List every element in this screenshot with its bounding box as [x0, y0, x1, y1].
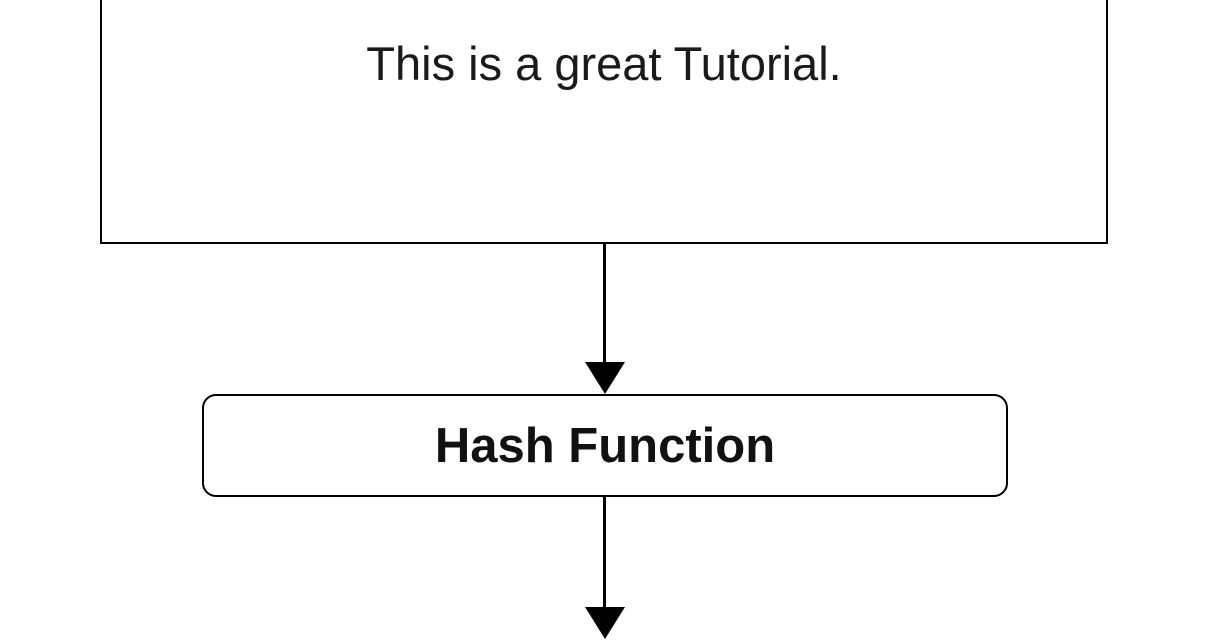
connector-hash-to-bottom-line: [603, 497, 606, 610]
arrow-down-icon: [585, 607, 625, 639]
node-tutorial: This is a great Tutorial.: [100, 0, 1108, 244]
arrow-down-icon: [585, 362, 625, 394]
node-tutorial-label: This is a great Tutorial.: [366, 37, 842, 90]
connector-tutorial-to-hash-line: [603, 243, 606, 364]
node-hash-function: Hash Function: [202, 394, 1008, 497]
node-hash-function-label: Hash Function: [434, 418, 776, 473]
